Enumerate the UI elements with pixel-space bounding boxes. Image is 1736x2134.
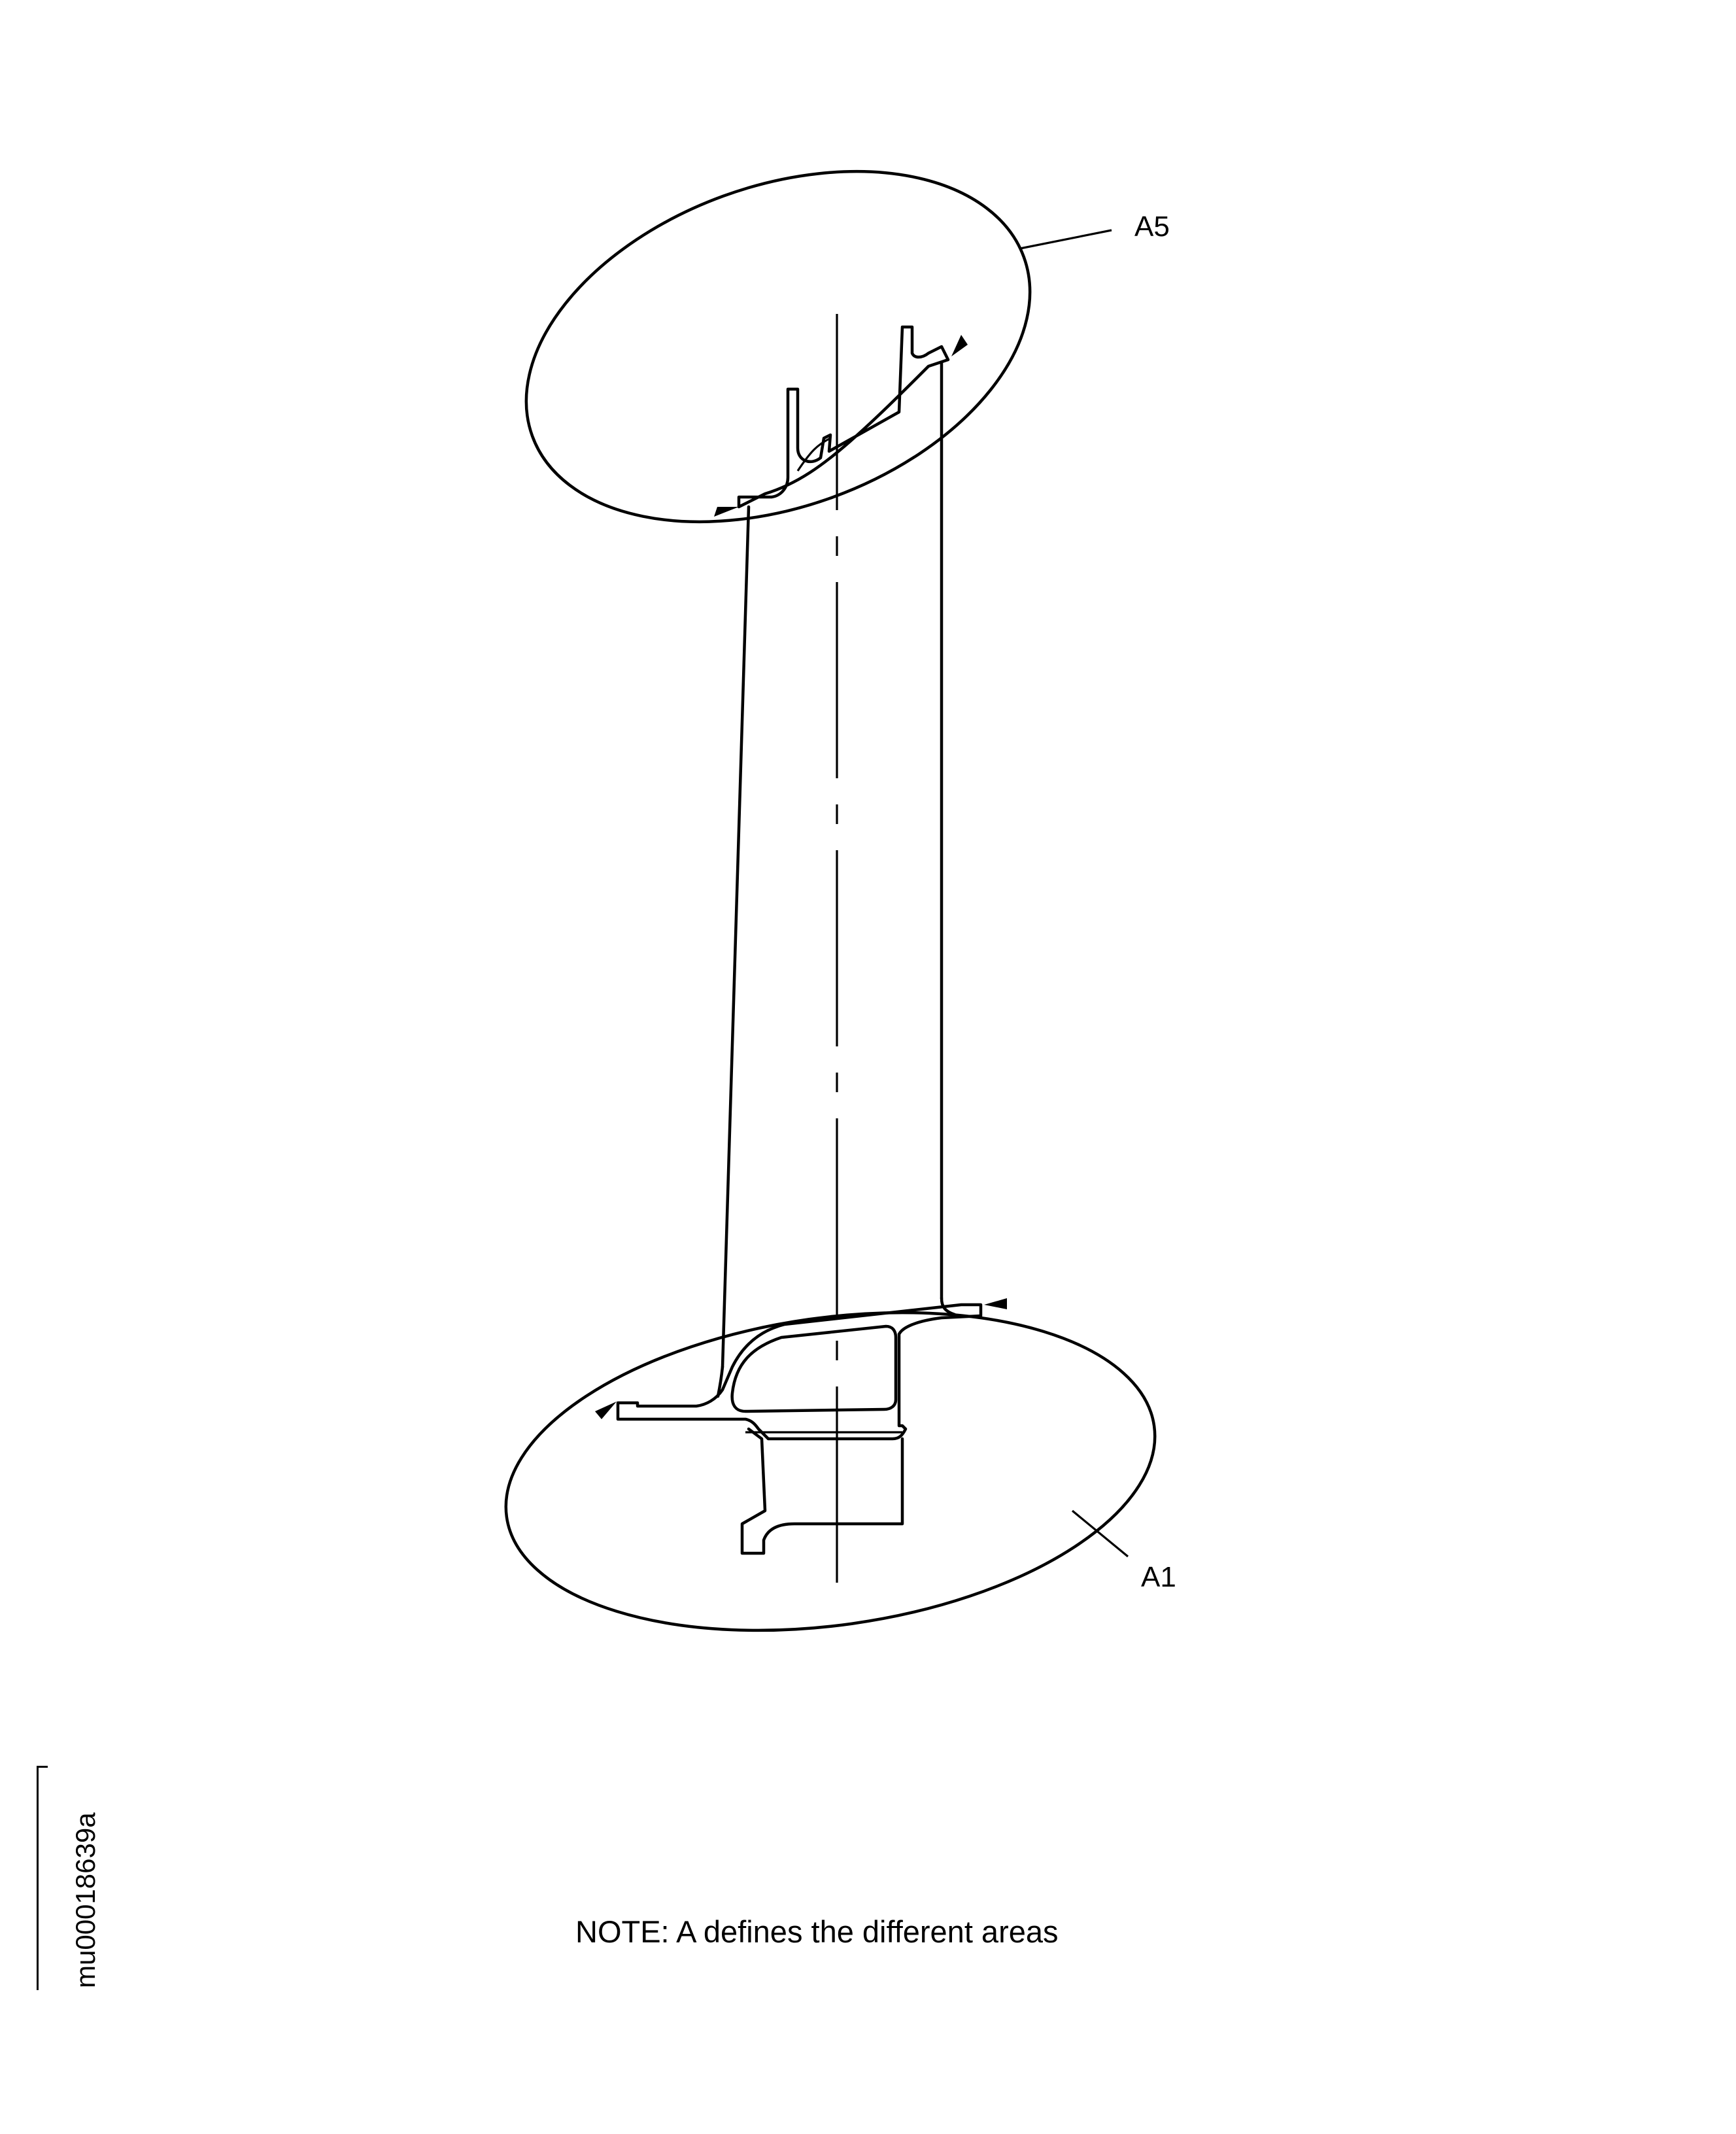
airfoil-leading-edge (721, 505, 751, 1369)
note-text: NOTE: A defines the different areas (575, 1914, 1059, 1949)
arrowhead-a5-right (951, 335, 968, 356)
root-platform-outer (616, 1303, 983, 1441)
area-a1-ellipse (504, 1311, 1157, 1632)
leader-a1 (1071, 1509, 1129, 1558)
root-dovetail (740, 1427, 904, 1555)
callout-a5-label: A5 (1134, 211, 1170, 243)
arrowhead-a1-left (595, 1402, 617, 1419)
area-a5-ellipse (524, 169, 1032, 524)
figure-id-bracket (37, 1766, 48, 1990)
top-platform-inner (796, 437, 831, 472)
root-platform-cavity (730, 1324, 898, 1413)
top-platform-profile (737, 325, 950, 509)
arrowhead-a1-right (984, 1298, 1007, 1309)
leader-a5 (1019, 229, 1112, 250)
callout-a1-label: A1 (1141, 1561, 1176, 1593)
arrowhead-a5-left (714, 507, 739, 517)
figure-id: mu00018639a (70, 1812, 101, 1988)
